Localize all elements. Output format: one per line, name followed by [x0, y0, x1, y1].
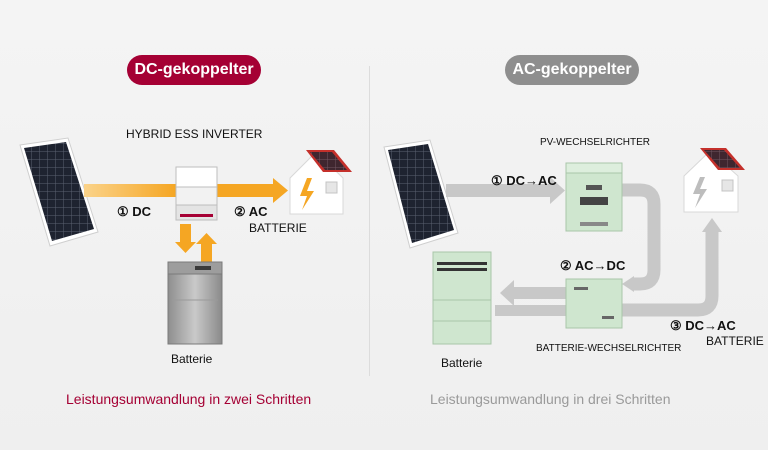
- battery-inverter-icon: [565, 278, 623, 329]
- solar-panel-icon-ac: [383, 139, 459, 249]
- ac-house-label: BATTERIE: [706, 334, 764, 348]
- dc-house-label: BATTERIE: [249, 221, 307, 235]
- ac-battery-label: Batterie: [441, 356, 483, 370]
- ac-step-1: ① DC→AC: [491, 173, 557, 188]
- dc-step-1: ① DC: [117, 204, 152, 219]
- to-battery-arrow: [500, 280, 568, 306]
- battery-inverter-label: BATTERIE-WECHSELRICHTER: [536, 343, 682, 354]
- dc-battery-label: Batterie: [171, 352, 213, 366]
- pv-inverter-label: PV-WECHSELRICHTER: [540, 137, 651, 148]
- ac-caption: Leistungsumwandlung in drei Schritten: [430, 391, 671, 407]
- dc-ac-house-arrow: [622, 218, 722, 317]
- ac-step-3: ③ DC→AC: [670, 318, 736, 333]
- hybrid-inverter-label: HYBRID ESS INVERTER: [126, 127, 263, 141]
- ac-arrow: [217, 178, 288, 203]
- dc-coupled-title: DC-gekoppelter: [127, 55, 261, 85]
- lightning-bolt-icon: [300, 178, 314, 210]
- dc-ac-arrow: [446, 177, 565, 204]
- from-battery-line: [495, 305, 568, 316]
- battery-stack-icon: [432, 251, 492, 345]
- lightning-bolt-icon-ac: [693, 177, 707, 208]
- dc-caption: Leistungsumwandlung in zwei Schritten: [66, 391, 312, 407]
- battery-charge-arrows: [175, 224, 217, 264]
- dc-arrow: [84, 184, 176, 197]
- house-icon-ac: [683, 148, 745, 213]
- solar-panel-icon: [19, 137, 99, 247]
- ac-step-2: ② AC→DC: [560, 258, 626, 273]
- house-icon: [289, 150, 352, 215]
- battery-icon: [167, 261, 223, 345]
- ac-dc-loop-arrow: [622, 183, 661, 292]
- hybrid-inverter-icon: [175, 166, 218, 221]
- dc-step-2: ② AC: [234, 204, 268, 219]
- pv-inverter-icon: [565, 162, 623, 232]
- panel-divider: [369, 66, 370, 376]
- ac-coupled-title: AC-gekoppelter: [505, 55, 639, 85]
